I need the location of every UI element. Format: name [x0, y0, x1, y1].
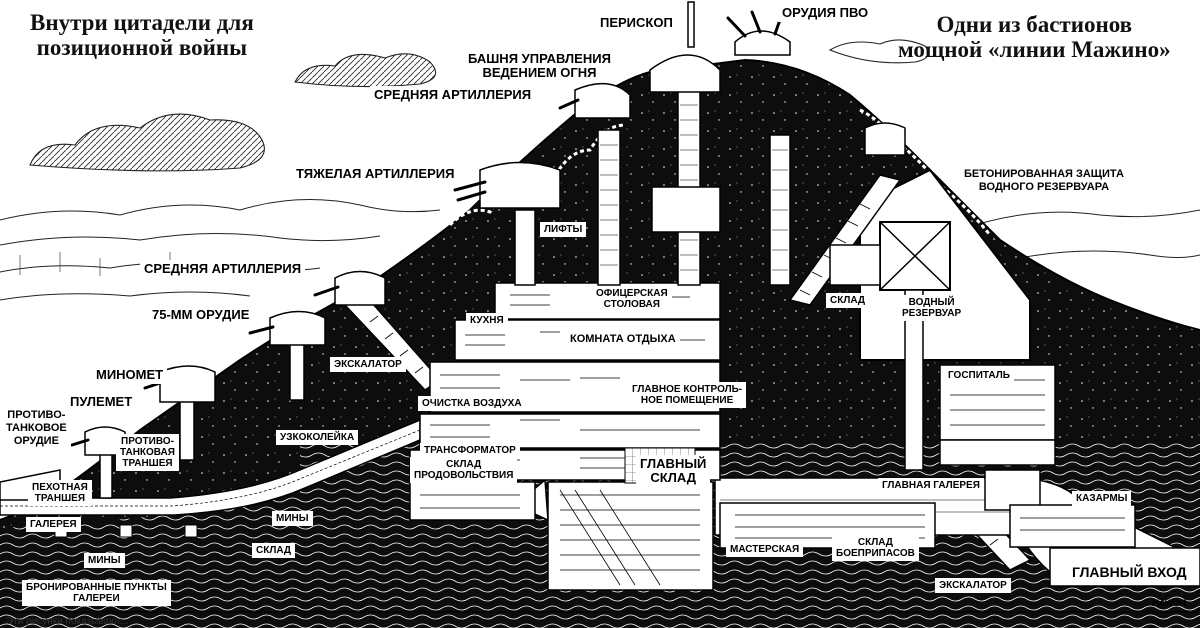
label-periscope: ПЕРИСКОП	[596, 14, 677, 32]
label-anti-tank-gun: ПРОТИВО- ТАНКОВОЕ ОРУДИЕ	[2, 407, 71, 450]
label-armored-points: БРОНИРОВАННЫЕ ПУНКТЫ ГАЛЕРЕИ	[22, 580, 171, 606]
label-machine-gun: ПУЛЕМЕТ	[66, 393, 137, 411]
label-officers-mess: ОФИЦЕРСКАЯ СТОЛОВАЯ	[592, 286, 672, 312]
label-mortar: МИНОМЕТ	[92, 366, 168, 384]
label-narrow-gauge: УЗКОКОЛЕЙКА	[276, 430, 359, 445]
label-kitchen: КУХНЯ	[466, 313, 508, 328]
label-main-control: ГЛАВНОЕ КОНТРОЛЬ- НОЕ ПОМЕЩЕНИЕ	[628, 382, 747, 408]
lift-room	[651, 186, 721, 233]
label-gallery: ГАЛЕРЕЯ	[26, 517, 81, 532]
label-ammo-storage: СКЛАД БОЕПРИПАСОВ	[832, 535, 919, 561]
label-anti-aircraft: ОРУДИЯ ПВО	[778, 4, 873, 22]
label-escalator-left: ЭКСКАЛАТОР	[330, 357, 406, 372]
label-main-entrance: ГЛАВНЫЙ ВХОД	[1068, 563, 1191, 581]
label-medium-artillery-left: СРЕДНЯЯ АРТИЛЛЕРИЯ	[140, 260, 306, 278]
label-mines-left: МИНЫ	[84, 553, 125, 568]
label-anti-tank-trench: ПРОТИВО- ТАНКОВАЯ ТРАНШЕЯ	[116, 434, 179, 471]
artist-signature: HAWOR	[1152, 598, 1187, 608]
label-lifts: ЛИФТЫ	[540, 222, 587, 237]
label-heavy-artillery: ТЯЖЕЛАЯ АРТИЛЛЕРИЯ	[292, 165, 459, 183]
label-food-storage: СКЛАД ПРОДОВОЛЬСТВИЯ	[410, 457, 518, 483]
title-right: Одни из бастионов мощной «линии Мажино»	[898, 12, 1171, 62]
label-transformer: ТРАНСФОРМАТОР	[420, 443, 520, 458]
turrets	[84, 30, 906, 456]
shaft-rungs	[600, 104, 788, 271]
periscope-mast	[687, 1, 695, 48]
storage-top-room	[829, 244, 881, 286]
stairs-center	[559, 489, 661, 586]
label-escalator-bottom: ЭКСКАЛАТОР	[935, 578, 1011, 593]
bottom-caption: Эти рисунки показывают...	[6, 616, 129, 627]
label-mines-mid: МИНЫ	[272, 511, 313, 526]
label-storage-top: СКЛАД	[826, 293, 870, 308]
label-main-gallery: ГЛАВНАЯ ГАЛЕРЕЯ	[878, 478, 984, 493]
label-hospital: ГОСПИТАЛЬ	[944, 368, 1014, 383]
label-concrete-protection: БЕТОНИРОВАННАЯ ЗАЩИТА ВОДНОГО РЕЗЕРВУАРА	[960, 166, 1128, 196]
label-infantry-trench: ПЕХОТНАЯ ТРАНШЕЯ	[28, 480, 92, 506]
title-left: Внутри цитадели для позиционной войны	[30, 10, 254, 60]
label-workshop: МАСТЕРСКАЯ	[726, 542, 804, 557]
label-barracks: КАЗАРМЫ	[1072, 491, 1132, 506]
label-rest-room: КОМНАТА ОТДЫХА	[566, 332, 680, 347]
label-gun-75mm: 75-ММ ОРУДИЕ	[148, 306, 254, 324]
label-medium-artillery-top: СРЕДНЯЯ АРТИЛЛЕРИЯ	[370, 86, 536, 104]
clouds	[29, 39, 929, 172]
label-main-storage: ГЛАВНЫЙ СКЛАД	[636, 455, 711, 487]
label-air-cleaning: ОЧИСТКА ВОЗДУХА	[418, 396, 526, 411]
label-fire-control-tower: БАШНЯ УПРАВЛЕНИЯ ВЕДЕНИЕМ ОГНЯ	[464, 50, 615, 82]
label-storage-bottom: СКЛАД	[252, 543, 296, 558]
label-water-reservoir: ВОДНЫЙ РЕЗЕРВУАР	[898, 295, 966, 321]
